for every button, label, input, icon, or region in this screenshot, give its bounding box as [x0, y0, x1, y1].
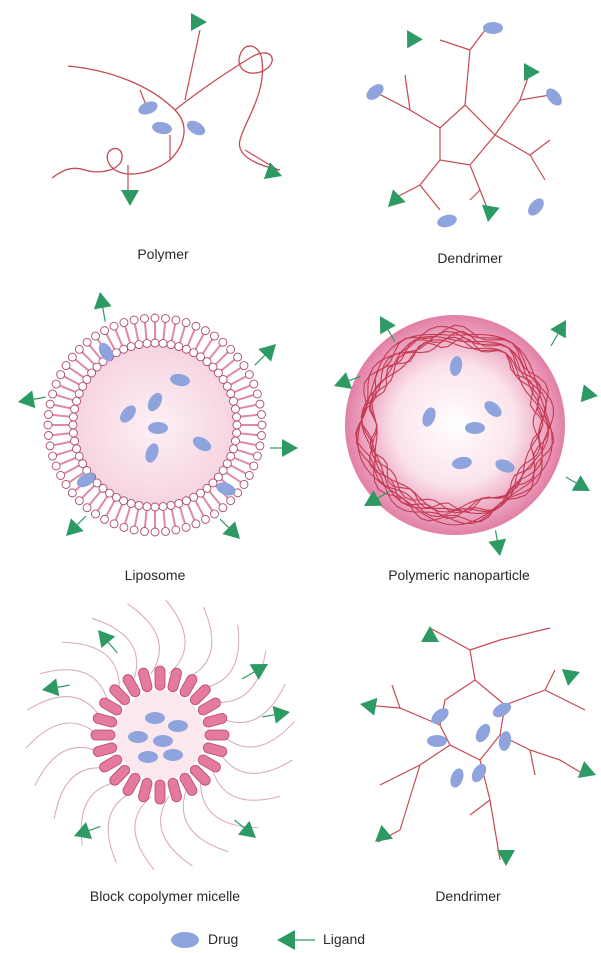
- ligand-icon: [270, 439, 298, 457]
- legend: [171, 930, 315, 950]
- drug-ellipse: [153, 735, 173, 747]
- ligand-icon: [66, 516, 86, 536]
- ligand-icon: [242, 664, 268, 680]
- ligand-icon: [524, 63, 540, 81]
- label-block-copolymer-micelle: Block copolymer micelle: [90, 888, 240, 904]
- ligand-icon: [581, 384, 598, 402]
- polymer-diagram: [52, 30, 280, 196]
- drug-ellipse: [184, 118, 207, 138]
- ligand-icon: [264, 162, 282, 179]
- drug-ellipse: [168, 720, 188, 732]
- ligand-icon: [94, 292, 112, 322]
- ligand-icon: [375, 825, 393, 842]
- ligand-icon: [360, 698, 377, 716]
- ligand-icon: [488, 530, 506, 556]
- drug-ellipse: [465, 422, 485, 434]
- drug-ellipse: [148, 422, 168, 434]
- drug-ellipse: [138, 751, 158, 763]
- label-dendrimer-bottom: Dendrimer: [435, 888, 500, 904]
- ligand-icon: [562, 669, 580, 686]
- label-polymer: Polymer: [137, 246, 188, 262]
- ligand-icon: [235, 820, 256, 838]
- label-dendrimer-top: Dendrimer: [437, 250, 502, 266]
- ligand-icon: [421, 626, 439, 642]
- ligand-icon: [98, 630, 117, 653]
- drug-ellipse: [525, 195, 547, 218]
- dendrimer-top-diagram: [375, 30, 550, 215]
- drug-ellipse: [163, 749, 183, 761]
- polymer-chain: [52, 46, 280, 178]
- drug-ellipse: [128, 731, 148, 743]
- ligand-icon: [388, 189, 406, 207]
- ligand-icon: [550, 320, 566, 346]
- drug-ellipse: [151, 120, 173, 135]
- ligand-icon: [255, 344, 276, 365]
- drug-ellipse: [137, 99, 160, 117]
- label-polymeric-nanoparticle: Polymeric nanoparticle: [388, 567, 530, 583]
- drug-ellipse: [363, 81, 386, 103]
- drug-ellipse: [497, 730, 512, 752]
- ligand-icon: [121, 190, 139, 206]
- drug-ellipse: [436, 213, 458, 230]
- drug-ellipse: [448, 767, 466, 790]
- ligand-icon: [262, 706, 290, 724]
- drug-ellipse: [469, 761, 489, 784]
- ligand-icon: [74, 822, 100, 839]
- legend-drug-swatch: [171, 932, 199, 948]
- ligand-icon: [578, 761, 596, 778]
- drug-ellipse: [145, 712, 165, 724]
- ligand-icon: [220, 519, 240, 539]
- drug-ellipse: [473, 721, 493, 744]
- label-liposome: Liposome: [125, 567, 186, 583]
- ligand-icon: [191, 13, 207, 31]
- micelle-diagram: [26, 600, 295, 870]
- ligand-icon: [407, 30, 423, 48]
- ligand-icon: [482, 205, 500, 222]
- legend-ligand-icon: [277, 930, 315, 950]
- legend-ligand-label: Ligand: [323, 931, 365, 947]
- ligand-icon: [42, 678, 70, 696]
- drug-ellipse: [543, 85, 565, 108]
- ligand-icon: [566, 475, 590, 491]
- dendrimer-bottom-diagram: [365, 628, 585, 860]
- drug-ellipse: [427, 735, 447, 747]
- drug-ellipse: [483, 22, 503, 34]
- ligand-icon: [18, 390, 46, 408]
- legend-drug-label: Drug: [208, 931, 238, 947]
